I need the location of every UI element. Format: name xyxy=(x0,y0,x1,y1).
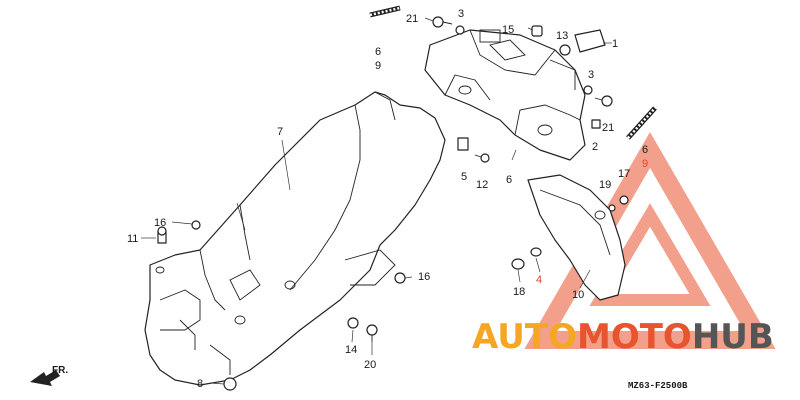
callout-8: 8 xyxy=(197,378,203,390)
callout-4: 4 xyxy=(536,274,542,286)
callout-16a: 16 xyxy=(154,217,166,229)
callout-19: 19 xyxy=(599,179,611,191)
callout-20: 20 xyxy=(364,359,376,371)
callout-11: 11 xyxy=(127,233,138,245)
callout-5: 5 xyxy=(461,171,467,183)
callout-16b: 16 xyxy=(418,271,430,283)
svg-text:AUTOMOTOHUB: AUTOMOTOHUB xyxy=(472,317,774,357)
front-direction-indicator: FR. xyxy=(30,365,68,386)
callout-9b: 9 xyxy=(642,158,648,170)
callout-6a: 6 xyxy=(375,46,381,58)
callout-14: 14 xyxy=(345,344,357,356)
callout-3a: 3 xyxy=(458,8,464,20)
callout-17: 17 xyxy=(618,168,630,180)
callout-6c: 6 xyxy=(642,144,648,156)
callout-21a: 21 xyxy=(406,13,418,25)
callout-13: 13 xyxy=(556,30,568,42)
callout-12: 12 xyxy=(476,179,488,191)
callout-labels: 1 2 3 3 4 5 6 9 6 6 9 7 8 10 11 12 13 14… xyxy=(127,8,648,390)
callout-7: 7 xyxy=(277,126,283,138)
watermark-part3: HUB xyxy=(692,317,774,357)
callout-15: 15 xyxy=(502,24,514,36)
watermark-logo: AUTOMOTOHUB xyxy=(472,317,774,357)
rear-fender-part xyxy=(144,91,446,386)
callout-10: 10 xyxy=(572,289,584,301)
watermark-part1: AUTO xyxy=(472,317,577,357)
hardware-parts xyxy=(157,16,629,391)
callout-3b: 3 xyxy=(588,69,594,81)
watermark-part2: MOTO xyxy=(577,317,692,357)
callout-21b: 21 xyxy=(602,122,614,134)
leader-lines xyxy=(141,17,612,385)
drawing-code: MZ63-F2500B xyxy=(628,381,688,391)
front-arrow-icon xyxy=(30,370,60,386)
direction-label: FR. xyxy=(52,365,68,376)
callout-6b: 6 xyxy=(506,174,512,186)
upper-bracket-part xyxy=(424,29,586,161)
callout-1: 1 xyxy=(612,38,618,50)
stud-rods xyxy=(369,5,657,140)
callout-2: 2 xyxy=(592,141,598,153)
callout-9a: 9 xyxy=(375,60,381,72)
hugger-part xyxy=(527,174,626,301)
callout-18: 18 xyxy=(513,286,525,298)
